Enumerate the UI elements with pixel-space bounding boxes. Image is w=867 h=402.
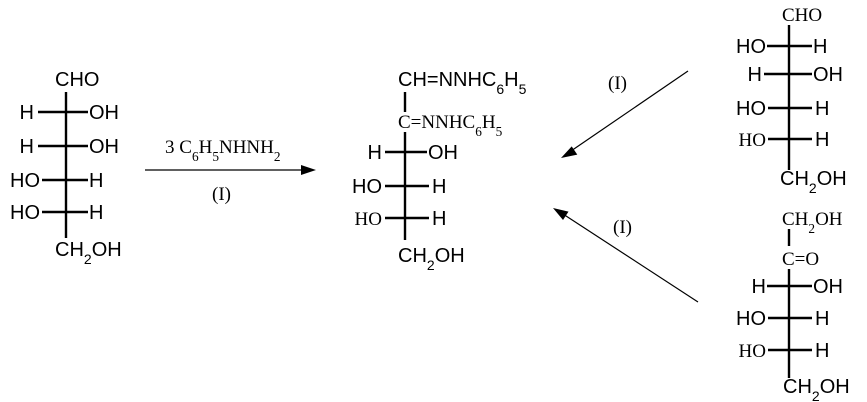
upper-arrow-shaft <box>570 70 689 152</box>
osazone-structure: CH=NNHC6H5 C=NNHC6H5 H OH HO H HO H CH2O… <box>352 69 527 273</box>
mannose-row-1-left: HO <box>736 36 766 58</box>
fructose-row-3-left: HO <box>739 341 766 362</box>
mannose-top-group: CHO <box>782 5 822 26</box>
osazone-row-3-right: H <box>432 208 446 230</box>
lower-arrowhead <box>553 208 569 220</box>
mannose-row-2-right: OH <box>813 64 843 86</box>
mannose-row-3-left: HO <box>736 98 766 120</box>
mannose-bottom-group: CH2OH <box>780 168 847 196</box>
osazone-row-2-right: H <box>432 176 446 198</box>
osazone-row-3-left: HO <box>355 209 382 230</box>
upper-reaction-arrow: (I) <box>561 70 689 158</box>
lower-arrow-shaft <box>562 213 699 303</box>
glucose-structure: CHO H OH H OH HO H HO H CH2OH <box>10 69 122 267</box>
fructose-row-2-right: H <box>815 308 829 330</box>
mannose-row-2-left: H <box>748 64 762 86</box>
lower-arrow-condition: (I) <box>613 217 632 238</box>
fructose-row-3-right: H <box>815 340 829 362</box>
glucose-row-2-right: OH <box>89 136 119 158</box>
glucose-row-3-right: H <box>89 170 103 192</box>
glucose-bottom-group: CH2OH <box>55 239 122 267</box>
glucose-top-group: CHO <box>55 69 99 91</box>
upper-arrow-condition: (I) <box>608 73 627 94</box>
glucose-row-3-left: HO <box>10 170 40 192</box>
osazone-row-1-right: OH <box>428 142 458 164</box>
glucose-row-1-left: H <box>20 102 34 124</box>
main-reaction-arrow: 3 C6H5NHNH2 (I) <box>145 137 316 205</box>
glucose-row-4-left: HO <box>10 202 40 224</box>
lower-reaction-arrow: (I) <box>553 208 699 303</box>
mannose-row-1-right: H <box>813 36 827 58</box>
osazone-c1-group: CH=NNHC6H5 <box>398 69 527 97</box>
fructose-row-2-left: HO <box>736 308 766 330</box>
main-arrow-condition: (I) <box>212 184 231 205</box>
mannose-row-3-right: H <box>815 98 829 120</box>
mannose-row-4-left: HO <box>739 130 766 151</box>
fructose-row-1-left: H <box>752 276 766 298</box>
fructose-structure: CH2OH C=O H OH HO H HO H CH2OH <box>736 209 850 402</box>
mannose-structure: CHO HO H H OH HO H HO H CH2OH <box>736 5 847 196</box>
fructose-c2-group: C=O <box>782 249 819 270</box>
mannose-row-4-right: H <box>815 129 829 151</box>
fructose-row-1-right: OH <box>813 276 843 298</box>
fructose-bottom-group: CH2OH <box>783 376 850 402</box>
upper-arrowhead <box>561 146 578 158</box>
main-arrowhead <box>301 165 316 175</box>
glucose-row-4-right: H <box>89 202 103 224</box>
fructose-top-group: CH2OH <box>782 209 843 236</box>
osazone-row-2-left: HO <box>352 176 382 198</box>
osazone-bottom-group: CH2OH <box>398 245 465 273</box>
glucose-row-1-right: OH <box>89 102 119 124</box>
osazone-c2-group: C=NNHC6H5 <box>398 112 503 139</box>
reagent-label: 3 C6H5NHNH2 <box>165 137 281 164</box>
glucose-row-2-left: H <box>20 136 34 158</box>
osazone-row-1-left: H <box>368 142 382 164</box>
